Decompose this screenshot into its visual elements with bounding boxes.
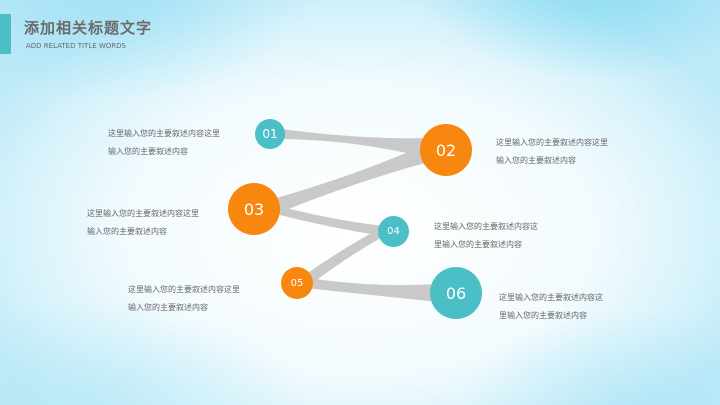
connector-02-03: [262, 138, 440, 214]
connector-03-04: [262, 202, 384, 236]
step-01-text: 这里输入您的主要叙述内容这里输入您的主要叙述内容: [108, 125, 220, 161]
step-01-circle: 01: [255, 119, 285, 149]
step-04-circle: 04: [378, 216, 409, 247]
step-06-circle: 06: [430, 267, 482, 319]
page-title: 添加相关标题文字: [24, 19, 153, 37]
text-line: 这里输入您的主要叙述内容这里: [87, 209, 199, 218]
step-02-circle: 02: [420, 124, 472, 176]
connector-05-06: [302, 277, 440, 302]
step-04-text: 这里输入您的主要叙述内容这里输入您的主要叙述内容: [434, 218, 538, 254]
step-03-text: 这里输入您的主要叙述内容这里输入您的主要叙述内容: [87, 205, 199, 241]
text-line: 输入您的主要叙述内容: [128, 303, 208, 312]
text-line: 输入您的主要叙述内容: [108, 147, 188, 156]
text-line: 输入您的主要叙述内容: [496, 156, 576, 165]
text-line: 里输入您的主要叙述内容: [499, 311, 587, 320]
step-02-text: 这里输入您的主要叙述内容这里输入您的主要叙述内容: [496, 134, 608, 170]
text-line: 这里输入您的主要叙述内容这: [499, 293, 603, 302]
text-line: 这里输入您的主要叙述内容这里: [108, 129, 220, 138]
connector-04-05: [302, 226, 384, 288]
text-line: 这里输入您的主要叙述内容这里: [128, 285, 240, 294]
connector-01-02: [282, 129, 440, 160]
text-line: 这里输入您的主要叙述内容这里: [496, 138, 608, 147]
page-subtitle: ADD RELATED TITLE WORDS: [26, 42, 126, 50]
text-line: 输入您的主要叙述内容: [87, 227, 167, 236]
step-05-circle: 05: [281, 267, 313, 299]
step-06-text: 这里输入您的主要叙述内容这里输入您的主要叙述内容: [499, 289, 603, 325]
title-accent-bar: [0, 14, 11, 54]
text-line: 这里输入您的主要叙述内容这: [434, 222, 538, 231]
text-line: 里输入您的主要叙述内容: [434, 240, 522, 249]
step-03-circle: 03: [228, 183, 280, 235]
step-05-text: 这里输入您的主要叙述内容这里输入您的主要叙述内容: [128, 281, 240, 317]
